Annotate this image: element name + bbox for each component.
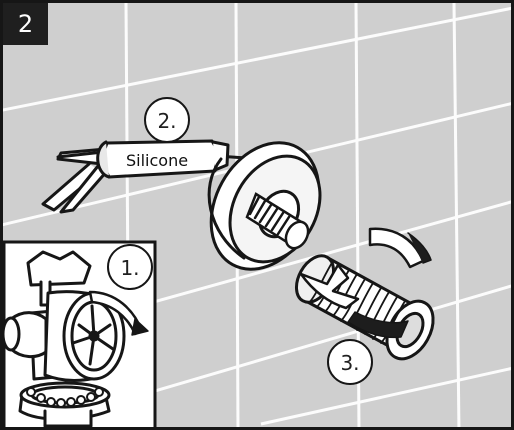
callout-1: 1. (108, 245, 152, 289)
callout-3-label: 3. (340, 351, 359, 375)
step-number-badge: 2 (3, 3, 48, 45)
callout-2-label: 2. (157, 109, 176, 133)
callout-2: 2. (145, 98, 189, 142)
instruction-diagram: Silicone (3, 3, 514, 430)
silicone-label: Silicone (126, 151, 188, 170)
rotation-arrow-band (370, 229, 423, 267)
callout-3: 3. (328, 340, 372, 384)
callout-1-label: 1. (120, 256, 139, 280)
